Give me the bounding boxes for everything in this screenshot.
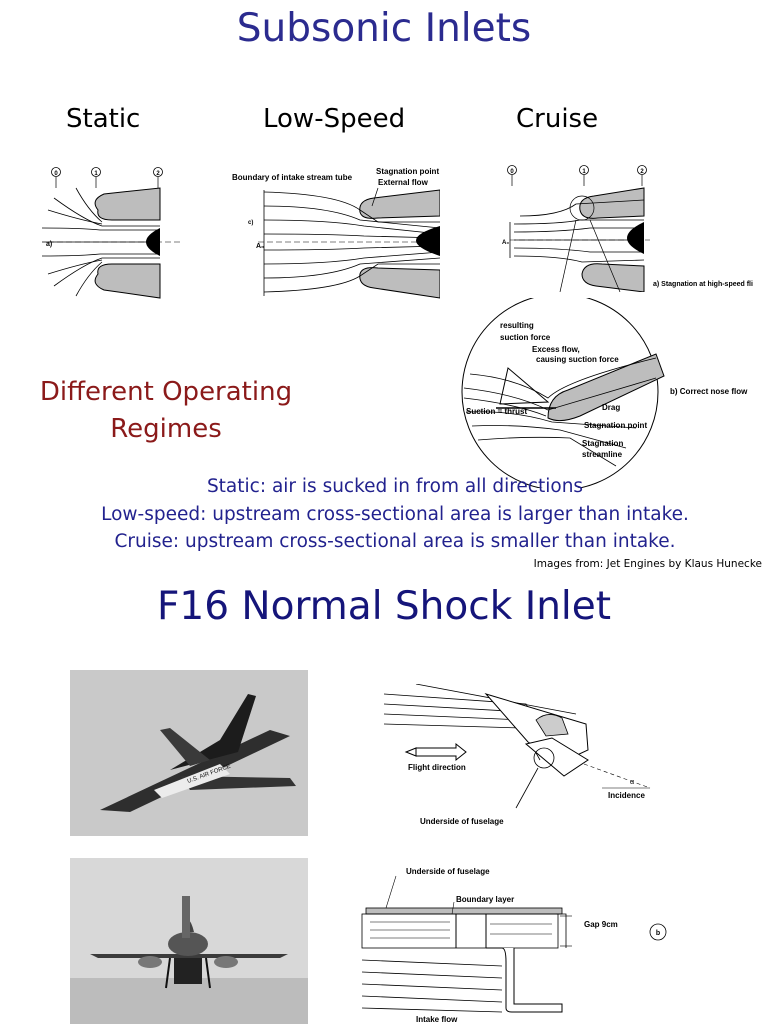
- lowspeed-c-label: c): [248, 220, 253, 226]
- causing-suction-label: causing suction force: [536, 355, 619, 364]
- nose-flow-detail-diagram: resulting suction force Excess flow, cau…: [461, 298, 748, 488]
- incidence-label: Incidence: [608, 791, 645, 800]
- boundary-stream-tube-label: Boundary of intake stream tube: [232, 173, 353, 182]
- slide-title-subsonic-inlets: Subsonic Inlets: [236, 6, 532, 51]
- drag-label: Drag: [602, 403, 620, 412]
- image-credit: Images from: Jet Engines by Klaus Huneck…: [533, 558, 762, 570]
- regimes-line: Regimes: [110, 414, 222, 444]
- f16-boundary-layer-diagram: Underside of fuselage Boundary layer Gap…: [361, 867, 667, 1024]
- boundary-layer-label: Boundary layer: [456, 895, 514, 904]
- streamline-label: streamline: [582, 450, 623, 459]
- description-static: Static: air is sucked in from all direct…: [206, 476, 584, 497]
- stagnation-point-label: Stagnation point: [376, 167, 439, 176]
- suction-thrust-label: Suction = thrust: [466, 407, 527, 416]
- cruise-station-2: 2: [640, 169, 644, 175]
- cruise-inlet-diagram: 0 1 2 A₀ a) Stagnation at high-speed fli: [502, 165, 753, 292]
- regime-low-speed-label: Low-Speed: [263, 104, 406, 134]
- b-marker: b: [656, 930, 660, 937]
- suction-force-label: suction force: [500, 333, 551, 342]
- underside-fuselage-label-2: Underside of fuselage: [406, 867, 490, 876]
- f16-inlet-incidence-diagram: α Flight direction Incidence Underside o…: [383, 684, 651, 826]
- static-a-label: a): [46, 241, 52, 248]
- different-operating-regimes: Different Operating Regimes: [30, 374, 302, 448]
- gap-label: Gap 9cm: [584, 920, 618, 929]
- f16-flight-silhouette: U.S. AIR FORCE: [70, 670, 308, 836]
- station-0-label: 0: [54, 171, 58, 177]
- station-2-label: 2: [156, 171, 160, 177]
- description-low-speed: Low-speed: upstream cross-sectional area…: [101, 504, 689, 525]
- station-1-label: 1: [94, 171, 98, 177]
- cruise-station-0: 0: [510, 169, 514, 175]
- intake-flow-label: Intake flow: [416, 1015, 458, 1024]
- underside-fuselage-label-1: Underside of fuselage: [420, 817, 504, 826]
- resulting-label: resulting: [500, 321, 534, 330]
- excess-flow-label: Excess flow,: [532, 345, 580, 354]
- station-markers: 0 1 2: [51, 167, 163, 188]
- static-inlet-diagram: 0 1 2 a): [41, 167, 180, 299]
- lowspeed-a0-label: A₀: [256, 243, 264, 250]
- regime-static-label: Static: [66, 104, 141, 134]
- cruise-a0-label: A₀: [502, 240, 509, 246]
- description-cruise: Cruise: upstream cross-sectional area is…: [114, 531, 676, 552]
- correct-nose-flow-label: b) Correct nose flow: [670, 387, 748, 396]
- f16-in-flight-photo: U.S. AIR FORCE: [70, 670, 308, 836]
- alpha-symbol: α: [630, 779, 634, 786]
- external-flow-label: External flow: [378, 178, 429, 187]
- slide-title-f16-normal-shock-inlet: F16 Normal Shock Inlet: [156, 584, 612, 629]
- f16-front-silhouette: [70, 858, 308, 1024]
- stagnation-point-small-label: Stagnation point: [584, 421, 647, 430]
- f16-front-photo: [70, 858, 308, 1024]
- different-operating-line: Different Operating: [39, 377, 293, 407]
- stagnation-high-speed-label: a) Stagnation at high-speed fli: [653, 281, 753, 288]
- regime-cruise-label: Cruise: [516, 104, 599, 134]
- stagnation-label: Stagnation: [582, 439, 623, 448]
- flight-direction-label: Flight direction: [408, 763, 466, 772]
- cruise-station-1: 1: [582, 169, 586, 175]
- low-speed-inlet-diagram: Boundary of intake stream tube Stagnatio…: [232, 167, 440, 299]
